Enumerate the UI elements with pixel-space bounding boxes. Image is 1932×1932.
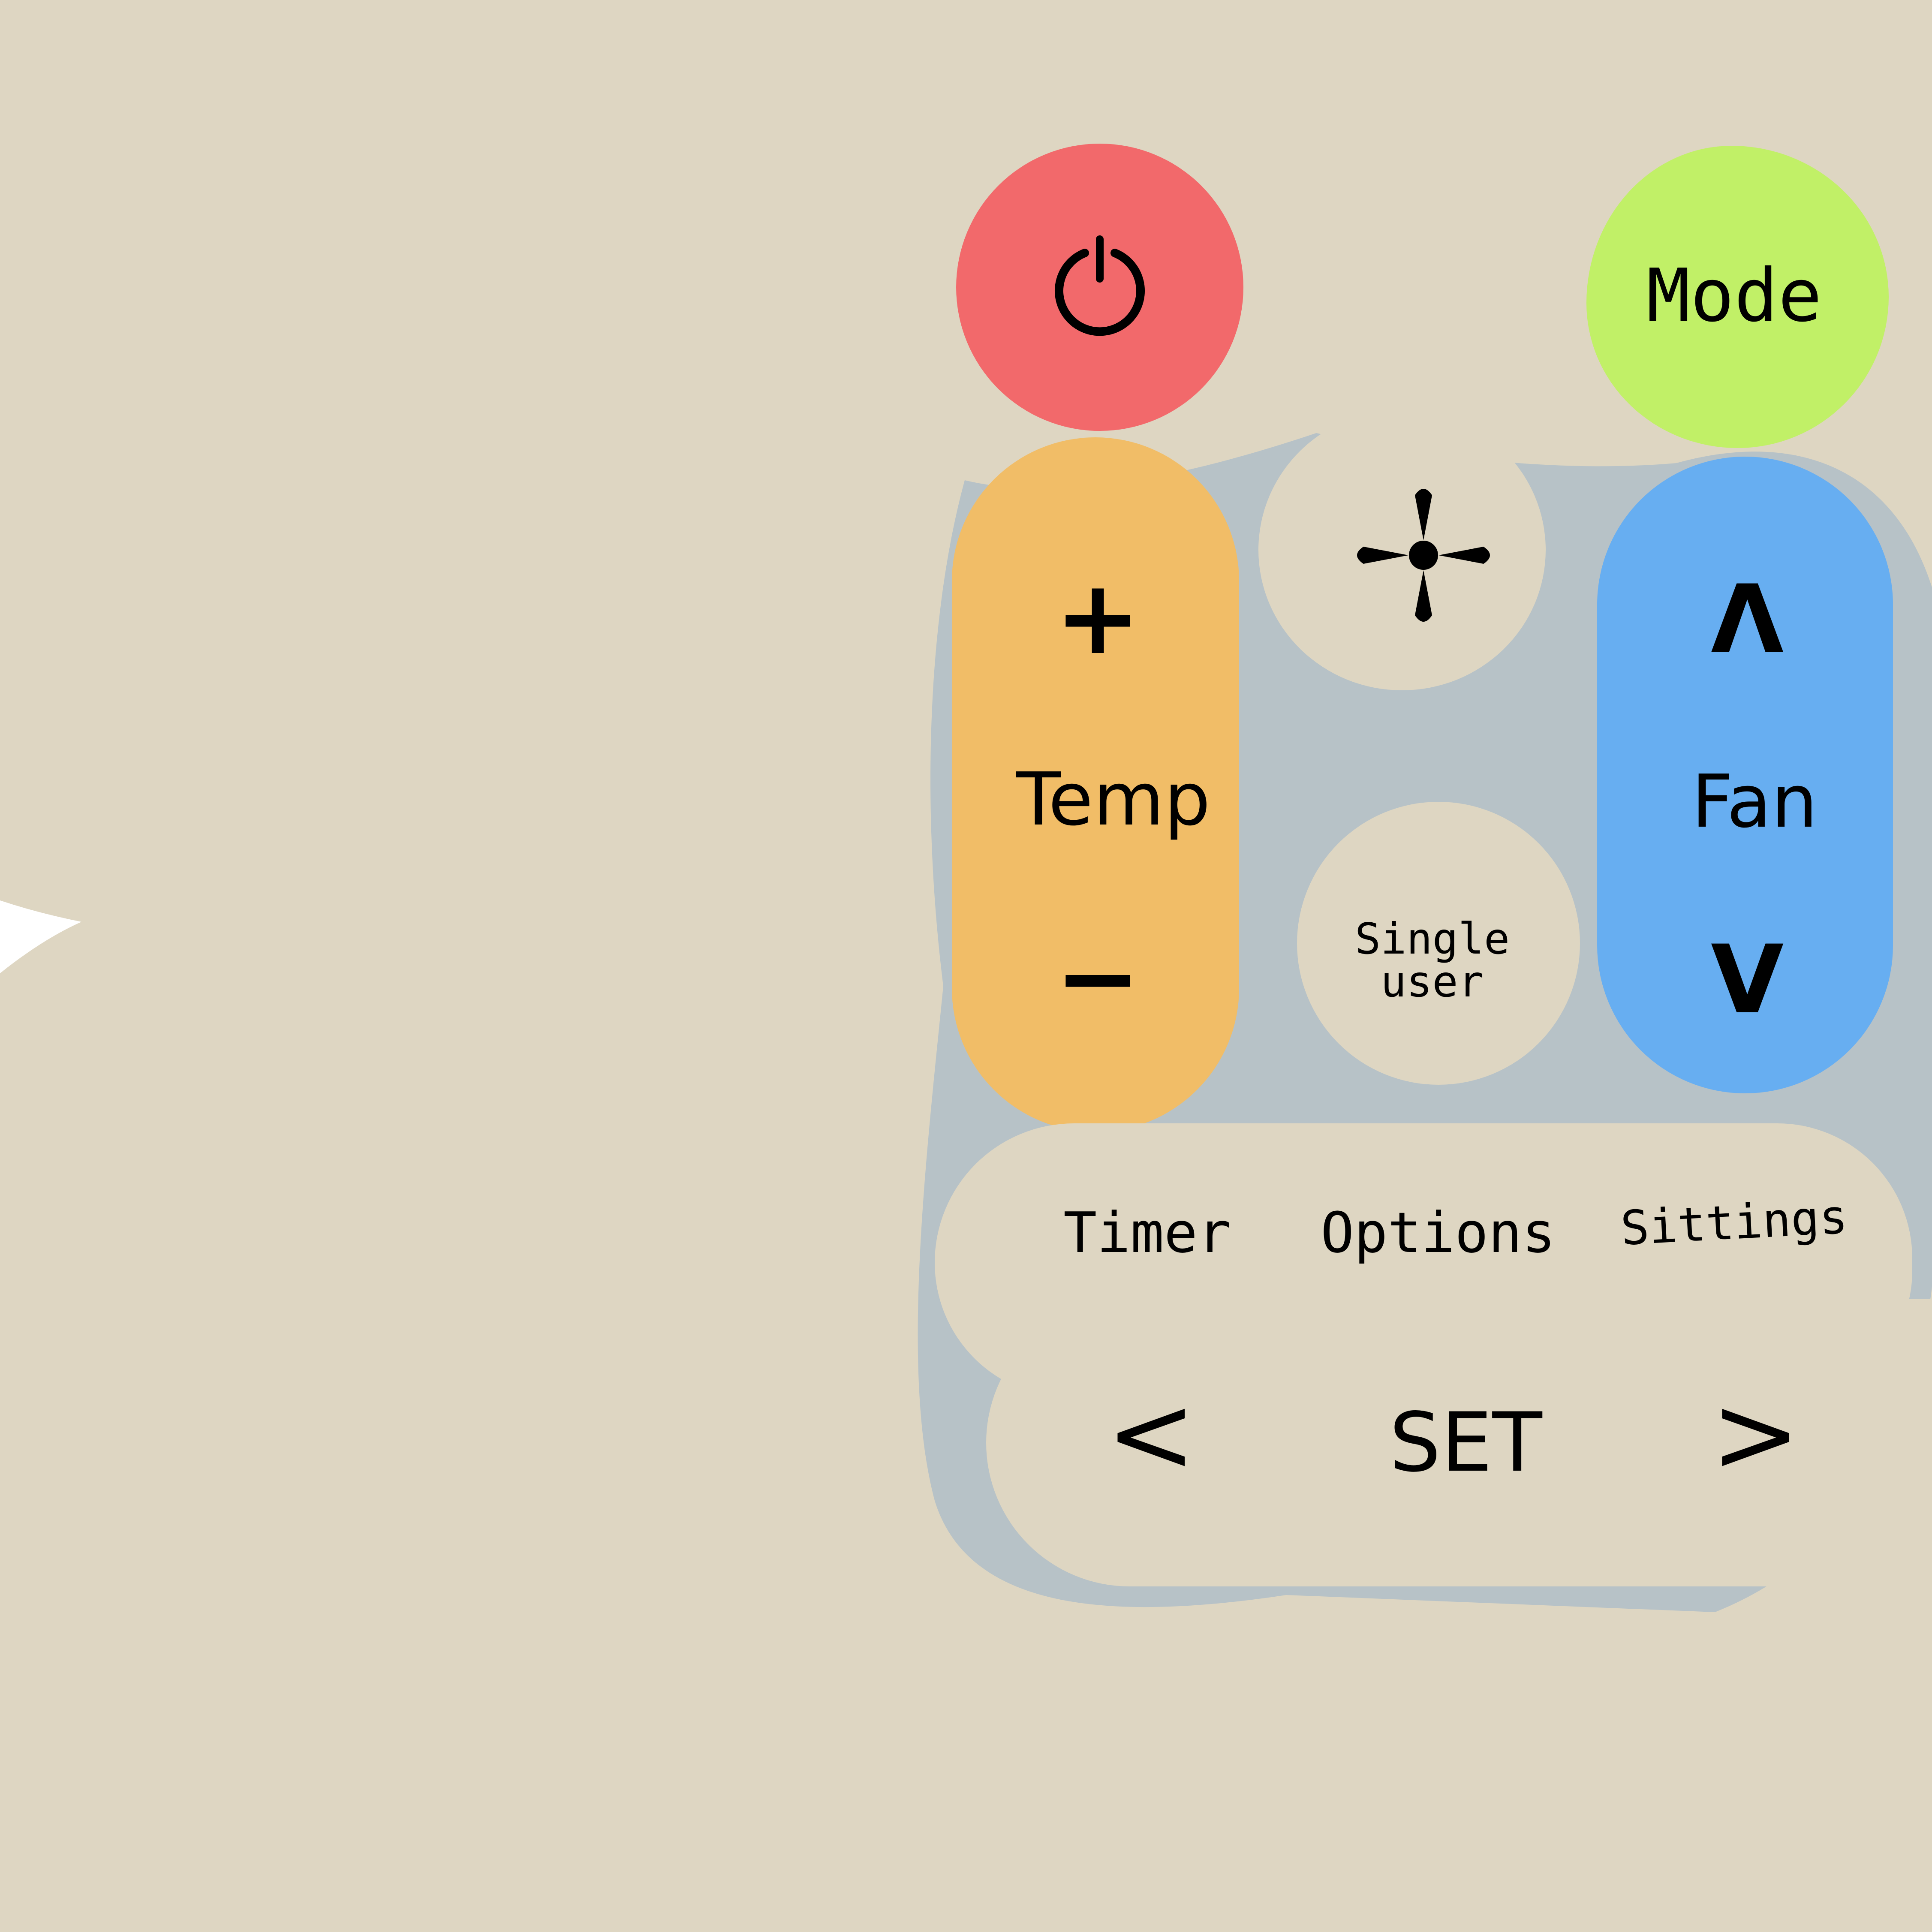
temp-up-button[interactable]: + xyxy=(952,532,1239,686)
nav-row: < SET > xyxy=(986,1299,1932,1586)
single-user-line2: user xyxy=(1381,957,1484,1007)
single-user-line1: Single xyxy=(1355,914,1510,964)
temp-minus: − xyxy=(1055,918,1141,1038)
mode-button[interactable]: Mode xyxy=(1586,146,1889,448)
temp-plus: + xyxy=(1055,557,1141,677)
power-icon xyxy=(1055,235,1145,336)
fan-up-button[interactable]: Λ xyxy=(1597,555,1893,692)
single-user-button[interactable]: Single user xyxy=(1297,802,1580,1085)
fan-down-button[interactable]: V xyxy=(1597,898,1893,1035)
temp-label: Temp xyxy=(1016,757,1211,842)
temp-control: + Temp − xyxy=(952,437,1239,1132)
prev-button[interactable]: < xyxy=(1106,1372,1196,1496)
options-button[interactable]: Options xyxy=(1321,1200,1556,1265)
edge-fragment xyxy=(0,900,81,973)
set-button[interactable]: SET xyxy=(1389,1395,1542,1490)
fan-down-arrow: V xyxy=(1711,925,1784,1035)
mode-label: Mode xyxy=(1646,253,1822,338)
power-button[interactable] xyxy=(956,144,1243,431)
settings-button[interactable]: Sittings xyxy=(1619,1189,1849,1256)
fan-up-arrow: Λ xyxy=(1711,565,1784,674)
next-button[interactable]: > xyxy=(1711,1372,1801,1496)
fan-control: Λ Fan V xyxy=(1597,457,1893,1093)
fan-label: Fan xyxy=(1691,759,1818,844)
temp-down-button[interactable]: − xyxy=(952,888,1239,1042)
fan-icon xyxy=(1357,489,1490,622)
fan-speed-button[interactable] xyxy=(1258,409,1546,690)
timer-button[interactable]: Timer xyxy=(1063,1200,1231,1265)
